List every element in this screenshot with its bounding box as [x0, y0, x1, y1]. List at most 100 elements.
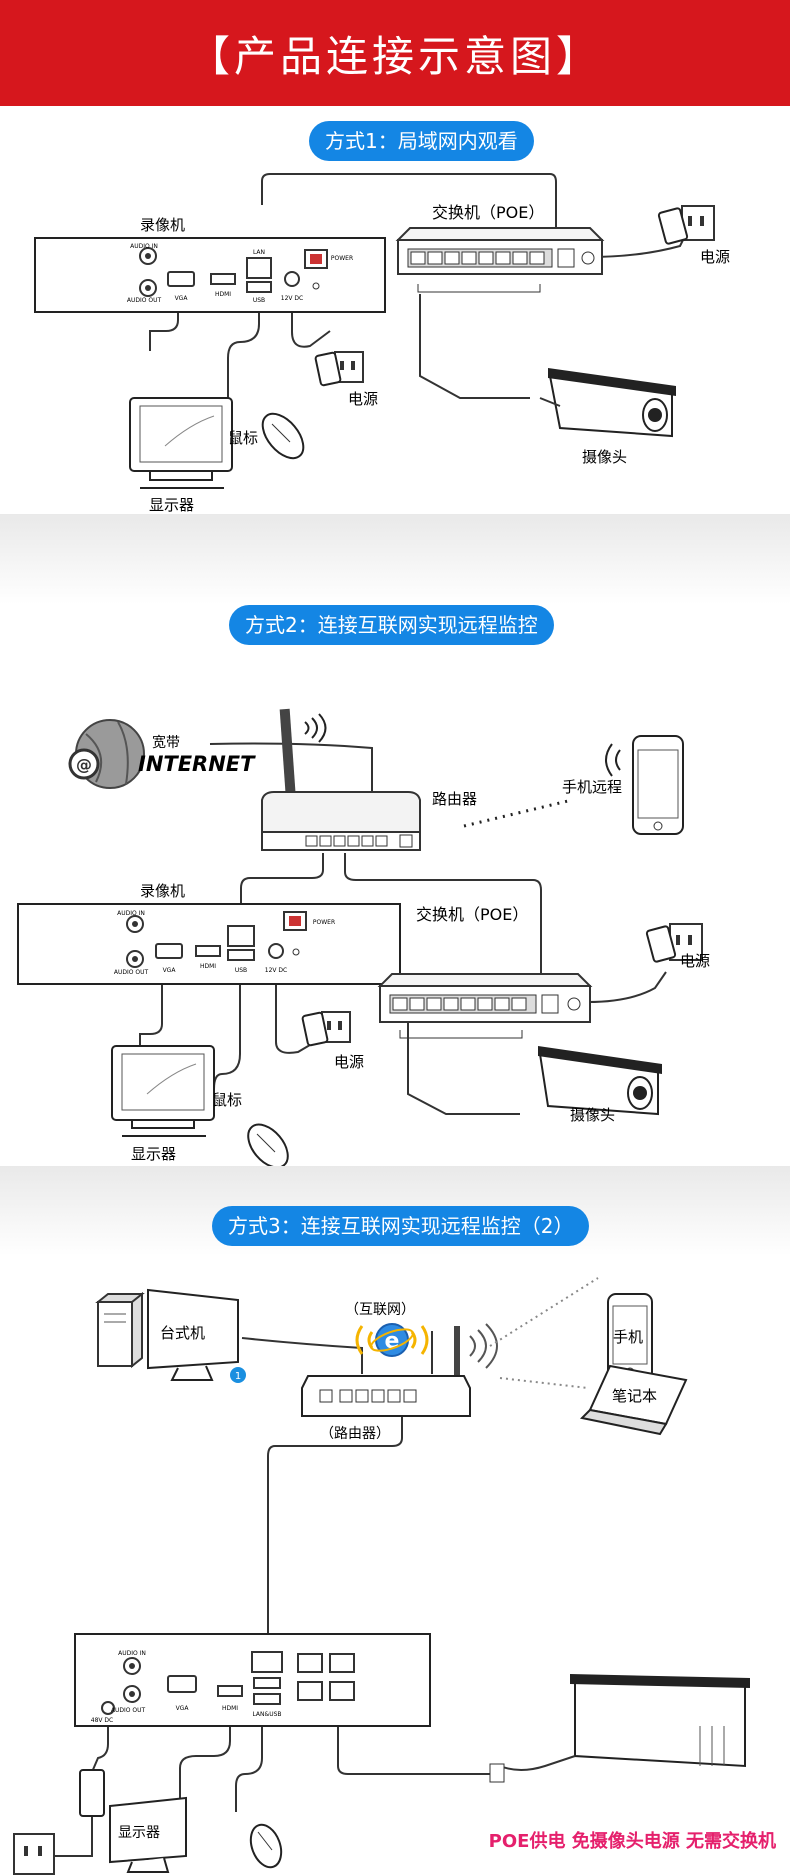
camera-cable	[407, 1022, 520, 1115]
monitor	[111, 1045, 215, 1137]
method1-pill: 方式1：局域网内观看	[309, 121, 534, 161]
nvr-power-label: 电源	[348, 390, 378, 408]
poe-nvr-device	[74, 1633, 431, 1727]
switch-power-label: 电源	[680, 952, 710, 970]
usb-cable	[227, 278, 260, 402]
desktop-label: 台式机	[160, 1324, 205, 1342]
port-label-lan-usb: LAN&USB	[252, 1711, 281, 1718]
port-label-dc: 12V DC	[281, 295, 303, 302]
laptop-icon	[579, 1364, 688, 1436]
router-switch-cable	[344, 853, 542, 982]
power-adapter	[13, 1769, 105, 1875]
nvr-power-cable	[291, 278, 331, 348]
phone-icon	[605, 735, 684, 835]
camera-label: 摄像头	[582, 448, 627, 466]
laptop-link	[499, 1377, 589, 1389]
port-label-audio-out: AUDIO OUT	[111, 1707, 146, 1714]
poe-camera-cable	[337, 1724, 500, 1775]
page-title: 【产品连接示意图】	[187, 31, 602, 81]
mouse	[249, 1823, 283, 1869]
nvr-power-adapter	[301, 1011, 351, 1047]
phone-icon	[607, 1293, 653, 1381]
monitor	[129, 397, 233, 489]
desktop-monitor	[147, 1288, 239, 1381]
camera-label: 摄像头	[570, 1106, 615, 1124]
vga-cable	[149, 278, 179, 351]
nvr-label: 录像机	[140, 882, 185, 900]
mouse-label: 鼠标	[228, 429, 258, 447]
router-label: （路由器）	[320, 1426, 390, 1442]
port-label-hdmi: HDMI	[200, 963, 216, 970]
camera	[538, 1046, 662, 1116]
port-label-audio-in: AUDIO IN	[117, 910, 145, 917]
footer-note: POE供电 免摄像头电源 无需交换机	[488, 1831, 776, 1852]
switch-power-cable	[587, 971, 667, 1003]
wireless-link	[463, 798, 573, 828]
marker-badge	[230, 1367, 246, 1383]
phone-link	[489, 1277, 599, 1347]
monitor	[109, 1796, 187, 1873]
switch-label: 交换机（POE）	[416, 905, 528, 924]
monitor-label: 显示器	[131, 1145, 176, 1163]
switch-power-adapter	[645, 923, 703, 963]
method2-pill: 方式2：连接互联网实现远程监控	[229, 605, 554, 645]
router	[261, 708, 421, 851]
method1-section: 方式1：局域网内观看 AUDIO IN AUDIO	[0, 106, 790, 514]
port-label-audio-in: AUDIO IN	[130, 243, 158, 250]
nvr-label: 录像机	[140, 216, 185, 234]
poe-switch	[395, 227, 605, 293]
phone-label: 手机	[613, 1328, 643, 1346]
pc-router-cable	[241, 1337, 363, 1374]
port-label-audio-out: AUDIO OUT	[114, 969, 149, 976]
nvr-power-label: 电源	[334, 1053, 364, 1071]
dc-cable	[91, 1726, 109, 1773]
router-nvr-cable	[240, 853, 324, 904]
method3-pill: 方式3：连接互联网实现远程监控（2）	[212, 1206, 590, 1246]
port-label-audio-out: AUDIO OUT	[127, 297, 162, 304]
svg-text:@: @	[76, 755, 92, 774]
switch-label: 交换机（POE）	[432, 203, 544, 222]
router-label: 路由器	[432, 790, 477, 808]
port-label-hdmi: HDMI	[215, 291, 231, 298]
broadband-cable	[209, 742, 373, 796]
port-label-vga: VGA	[163, 967, 177, 974]
camera	[539, 368, 676, 438]
internet-label: （互联网）	[345, 1302, 415, 1318]
nvr-power-adapter	[314, 351, 364, 387]
vga-cable	[139, 984, 163, 1046]
method1-diagram: AUDIO IN AUDIO OUT VGA HDMI LAN USB POWE…	[34, 173, 730, 514]
ie-icon: e	[355, 1323, 429, 1357]
method2-diagram: @ 宽带 INTERNET 路由器 手机远程	[17, 708, 710, 1169]
port-label-usb: USB	[235, 967, 247, 974]
switch-power-adapter	[657, 205, 715, 245]
port-label-power-switch: POWER	[331, 255, 353, 262]
phone-remote-label: 手机远程	[562, 778, 622, 796]
camera-cable	[419, 294, 530, 399]
port-label-hdmi: HDMI	[222, 1705, 238, 1712]
router	[301, 1323, 498, 1417]
port-label-power-switch: POWER	[313, 919, 335, 926]
port-label-dc: 48V DC	[91, 1717, 113, 1724]
desktop-tower	[95, 1291, 145, 1369]
monitor-label: 显示器	[118, 1825, 160, 1841]
monitor-label: 显示器	[149, 496, 194, 514]
marker-number: 1	[235, 1371, 241, 1382]
page-header: 【产品连接示意图】	[0, 0, 790, 106]
method3-section: 方式3：连接互联网实现远程监控（2） 台式机 1 （互联网）	[0, 1166, 790, 1875]
laptop-label: 笔记本	[612, 1387, 657, 1405]
port-label-vga: VGA	[175, 295, 189, 302]
camera	[489, 1674, 750, 1783]
router-nvr-cable	[267, 1416, 403, 1636]
mouse-label: 鼠标	[212, 1091, 242, 1109]
usb-cable	[235, 1726, 263, 1812]
nvr-device	[17, 903, 401, 985]
nvr-power-cable	[275, 984, 316, 1054]
method3-diagram: 台式机 1 （互联网） e （路由器）	[13, 1277, 750, 1875]
port-label-dc: 12V DC	[265, 967, 287, 974]
mouse	[261, 412, 305, 460]
hdmi-cable	[179, 1722, 231, 1806]
port-label-audio-in: AUDIO IN	[118, 1650, 146, 1657]
port-label-lan: LAN	[253, 249, 265, 256]
nvr-device	[34, 237, 386, 313]
switch-power-label: 电源	[700, 248, 730, 266]
